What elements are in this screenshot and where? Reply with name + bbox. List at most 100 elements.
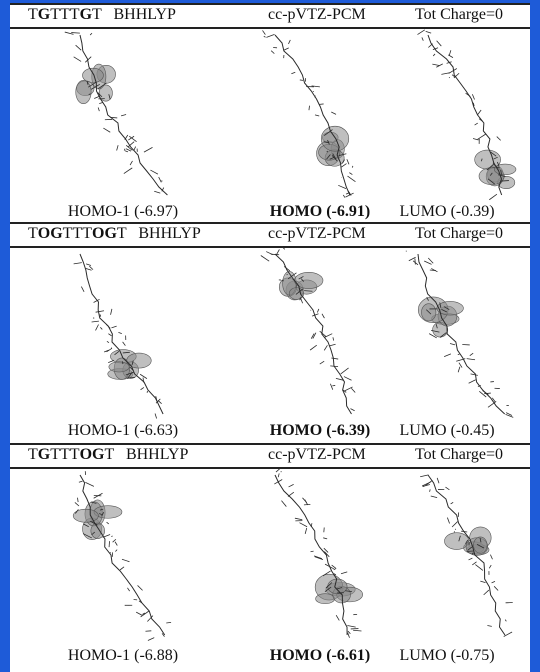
- bond: [308, 105, 310, 111]
- bond: [335, 614, 340, 621]
- bond: [338, 184, 347, 189]
- bond: [129, 160, 133, 166]
- homo-orbital-image: [235, 243, 395, 422]
- bond: [479, 390, 487, 398]
- bond: [299, 522, 308, 528]
- bond: [106, 348, 112, 353]
- bond: [73, 56, 82, 62]
- bond: [262, 30, 266, 35]
- bond: [351, 165, 354, 168]
- bond: [488, 564, 492, 569]
- molecule-label: TGTTTGT BHHLYP: [28, 5, 176, 25]
- bond: [99, 314, 102, 317]
- bond: [142, 377, 145, 383]
- bond: [140, 610, 150, 618]
- bond: [477, 385, 481, 387]
- bond: [456, 358, 466, 362]
- bond: [333, 568, 336, 571]
- bond: [108, 94, 111, 100]
- bond: [291, 71, 296, 75]
- bond: [424, 260, 432, 265]
- bond: [106, 340, 110, 344]
- bond: [474, 122, 478, 126]
- lumo-caption: LUMO (-0.75): [399, 647, 495, 664]
- bond: [311, 313, 319, 317]
- bond: [469, 352, 474, 357]
- bond: [457, 366, 461, 373]
- bond: [504, 619, 507, 622]
- method-label: BHHLYP: [113, 446, 189, 463]
- bond: [331, 564, 337, 569]
- sequence-part: T: [28, 446, 38, 463]
- bond: [486, 163, 495, 171]
- bond: [283, 266, 291, 272]
- bond: [439, 302, 442, 308]
- bond: [99, 513, 103, 516]
- bond: [129, 366, 134, 372]
- bond: [432, 47, 439, 51]
- bond: [260, 255, 270, 262]
- basis-label: cc-pVTZ-PCM: [268, 225, 366, 242]
- bond: [325, 582, 333, 589]
- bond: [342, 389, 347, 393]
- bond: [331, 155, 338, 162]
- bond: [505, 412, 513, 416]
- bond: [77, 497, 79, 503]
- lumo-orbital-image: [388, 467, 540, 643]
- bond: [116, 145, 119, 151]
- bond: [340, 571, 348, 575]
- bond: [503, 631, 513, 637]
- dna-backbone: [417, 253, 506, 415]
- bond: [287, 491, 295, 497]
- bond: [288, 39, 291, 45]
- bond: [298, 276, 304, 280]
- bond: [154, 190, 161, 194]
- bond: [125, 145, 133, 151]
- orbital-lobe: [436, 301, 464, 316]
- bond: [131, 360, 134, 366]
- bond: [114, 350, 120, 356]
- bond: [74, 502, 80, 507]
- basis-label: cc-pVTZ-PCM: [268, 446, 366, 463]
- orbital-lobe: [90, 522, 105, 539]
- bond: [343, 376, 352, 381]
- bond: [304, 527, 308, 534]
- bond: [426, 296, 429, 301]
- bond: [432, 53, 436, 57]
- bond: [487, 625, 492, 627]
- bond: [353, 629, 362, 632]
- bond: [312, 332, 317, 339]
- bond: [480, 158, 483, 162]
- bond: [332, 153, 337, 160]
- bond: [500, 169, 502, 175]
- bond: [478, 118, 483, 122]
- bond: [450, 502, 454, 505]
- molecule-label: TGTTTOGT BHHLYP: [28, 445, 188, 465]
- bond: [155, 395, 158, 401]
- bond: [345, 192, 350, 195]
- bond: [275, 468, 280, 473]
- lumo-orbital-image: [388, 246, 540, 422]
- bond: [451, 521, 458, 528]
- bond: [124, 150, 129, 153]
- bond: [333, 573, 337, 576]
- bond: [150, 169, 159, 175]
- bond: [472, 102, 475, 107]
- bond: [127, 141, 135, 148]
- bond: [80, 286, 85, 293]
- bond: [94, 95, 100, 99]
- bond: [323, 537, 328, 540]
- bond: [480, 580, 486, 584]
- bond: [309, 344, 317, 351]
- bond: [489, 172, 493, 176]
- bond: [125, 148, 132, 152]
- dna-backbone: [79, 474, 166, 636]
- bond: [476, 544, 485, 549]
- bond: [90, 83, 100, 90]
- dna-orbital-render: [405, 250, 514, 418]
- bond: [454, 528, 457, 530]
- bond: [105, 324, 111, 329]
- bond: [286, 274, 288, 276]
- bond: [106, 521, 110, 525]
